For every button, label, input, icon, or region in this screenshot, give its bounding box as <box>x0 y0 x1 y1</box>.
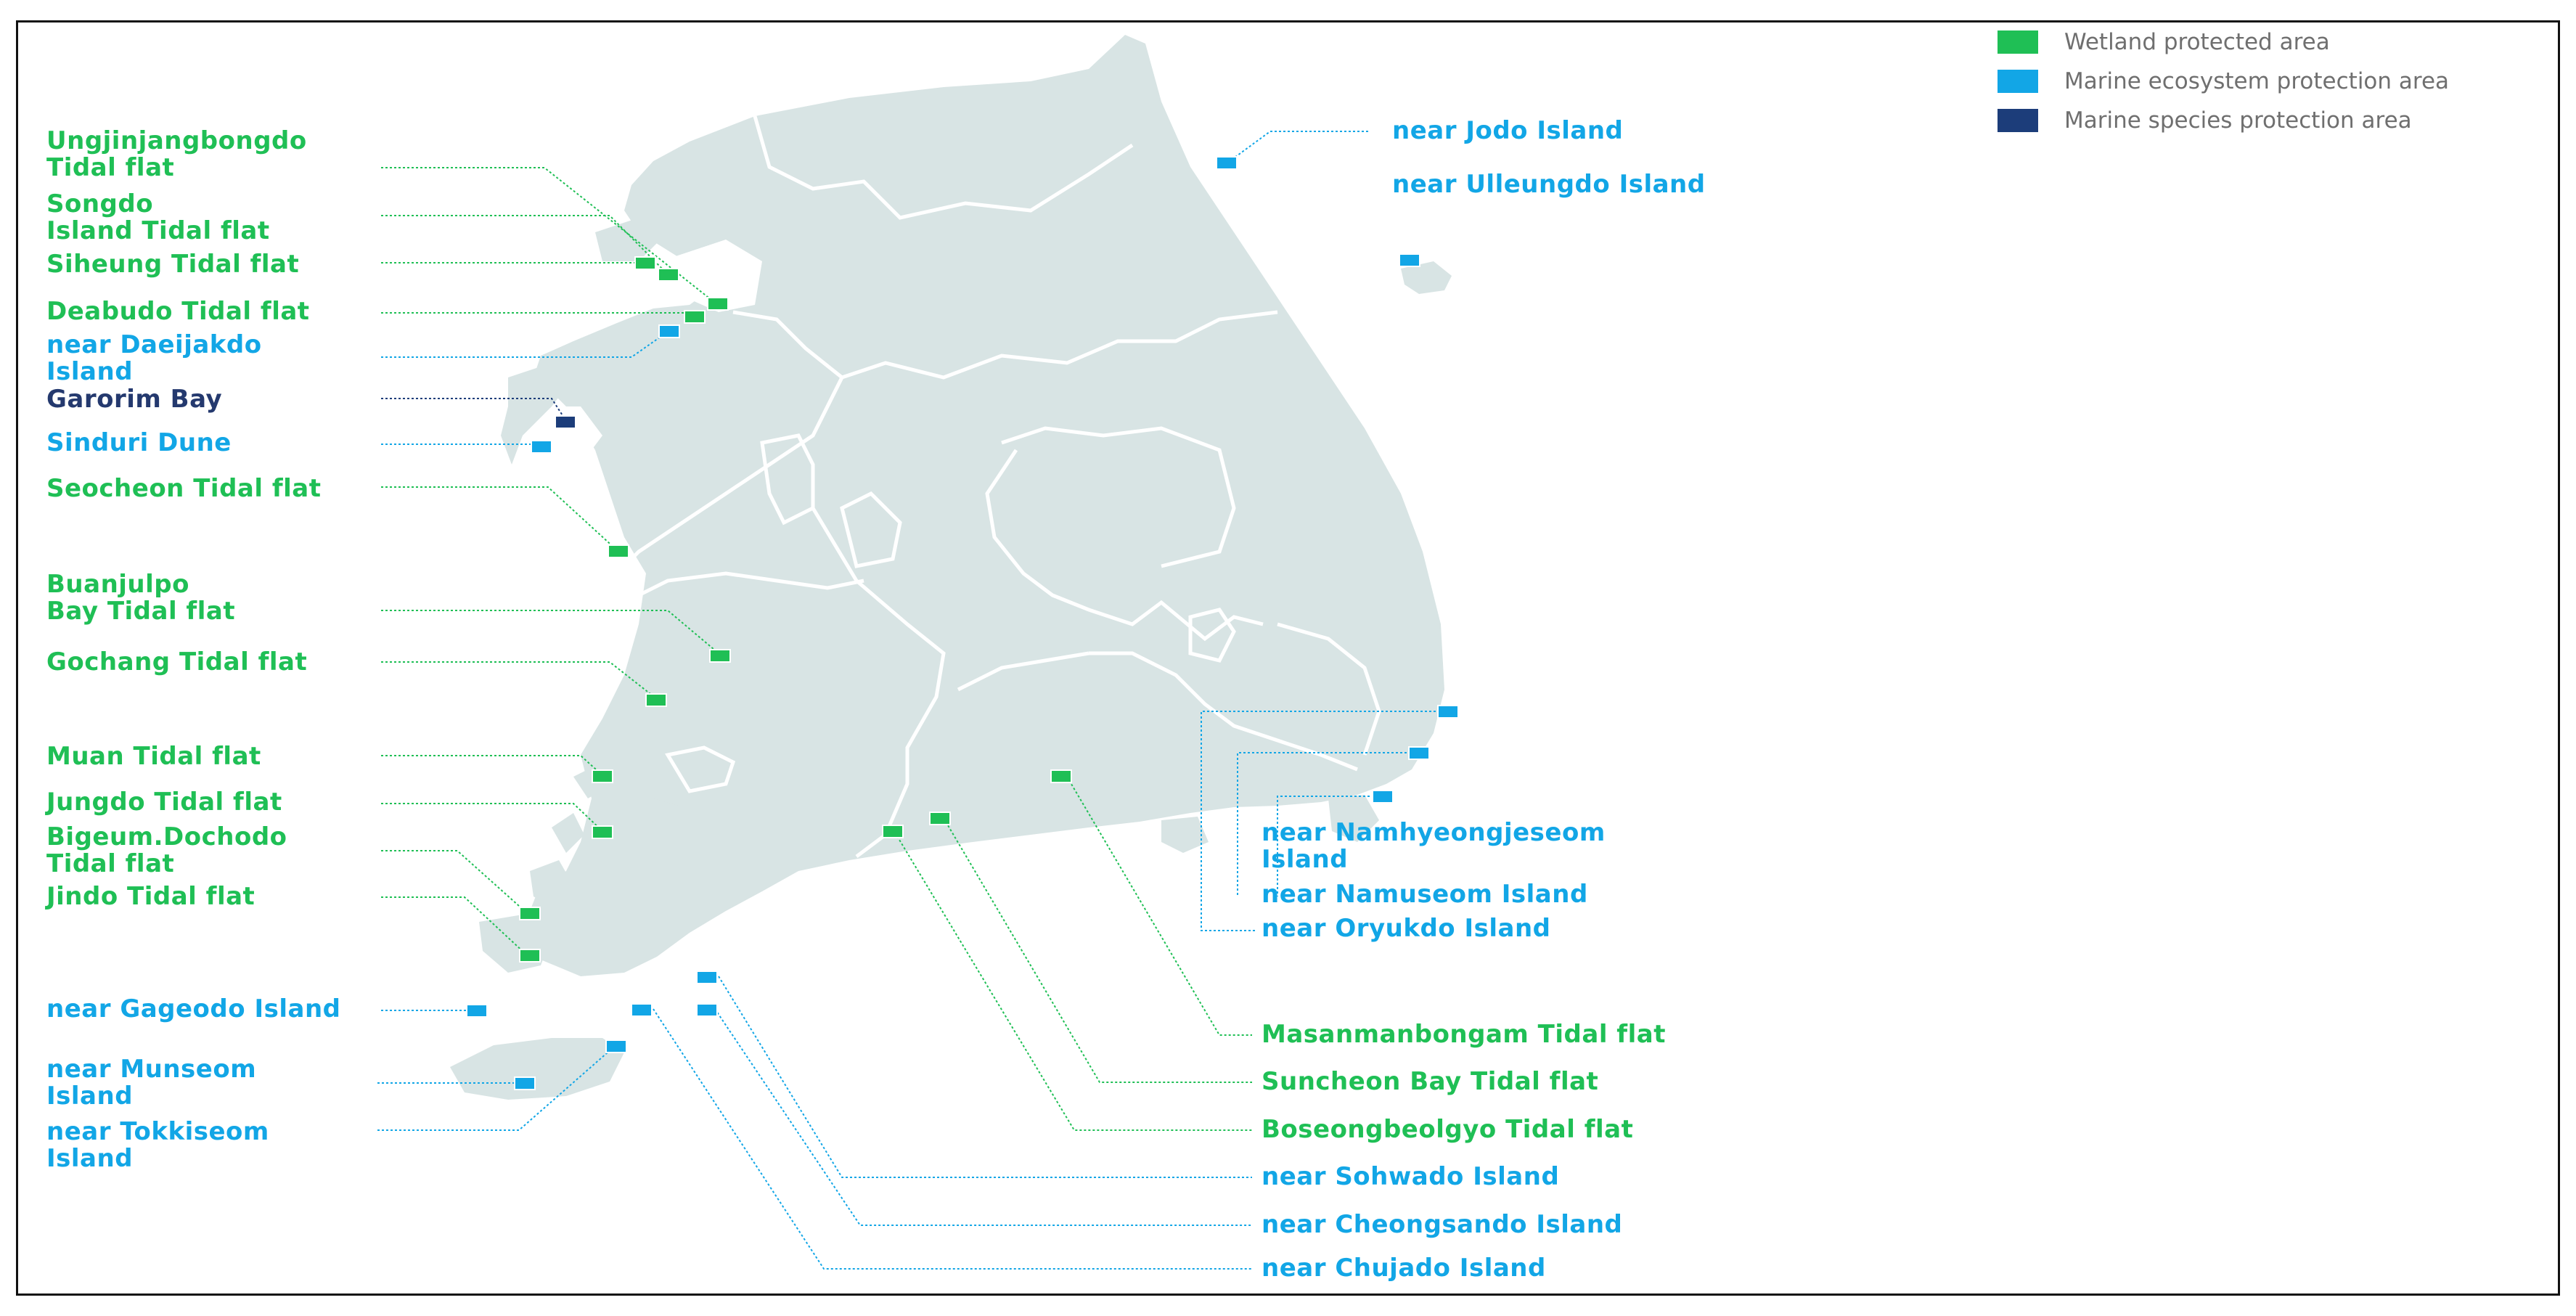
label-chujado: near Chujado Island <box>1262 1254 1546 1283</box>
province-borders <box>608 115 1381 858</box>
label-cheongsando: near Cheongsando Island <box>1262 1210 1623 1239</box>
leader-jungdo <box>381 803 603 832</box>
namhae-island <box>1161 817 1209 853</box>
marker-ungjinjang <box>707 297 729 311</box>
label-oryukdo: near Oryukdo Island <box>1262 914 1551 943</box>
marker-garorim <box>555 415 576 429</box>
leader-sohwado <box>718 976 1252 1178</box>
leader-oryukdo <box>1201 711 1444 931</box>
geoje-island <box>1328 795 1379 842</box>
label-daeijakdo: near Daeijakdo Island <box>46 330 262 386</box>
ganghwa-island <box>595 218 661 261</box>
label-ulleungdo: near Ulleungdo Island <box>1392 170 1706 199</box>
marker-gochang <box>645 693 667 707</box>
leader-gochang <box>381 661 658 700</box>
marker-jungdo <box>592 825 613 839</box>
incheon-bay-water <box>661 240 762 312</box>
leader-namhyeongjeseom <box>1277 796 1383 896</box>
sw-island-2 <box>530 860 573 907</box>
label-songdo: Songdo Island Tidal flat <box>46 189 270 245</box>
leader-suncheon <box>943 817 1252 1083</box>
marker-seocheon <box>608 544 629 558</box>
marker-daebudo <box>684 310 706 324</box>
leader-daeijakdo <box>381 331 668 358</box>
label-jodo: near Jodo Island <box>1392 116 1624 145</box>
label-bigeum: Bigeum.Dochodo Tidal flat <box>46 822 287 878</box>
marker-namuseom <box>1408 746 1430 760</box>
leader-chujado <box>653 1008 1252 1270</box>
sw-island-1 <box>552 813 584 853</box>
label-seocheon: Seocheon Tidal flat <box>46 474 322 503</box>
label-jindo: Jindo Tidal flat <box>46 882 255 911</box>
marker-sinduri <box>531 440 552 454</box>
label-daebudo: Deabudo Tidal flat <box>46 297 310 326</box>
label-suncheon: Suncheon Bay Tidal flat <box>1262 1067 1599 1096</box>
marker-gageodo <box>466 1004 488 1018</box>
leader-muan <box>381 755 603 776</box>
label-masanmanbongam: Masanmanbongam Tidal flat <box>1262 1020 1666 1049</box>
legend-label: Marine ecosystem protection area <box>2064 68 2450 94</box>
leader-tokkiseom <box>377 1047 614 1131</box>
leader-garorim <box>381 398 567 422</box>
sw-island-3 <box>653 769 708 806</box>
label-sohwado: near Sohwado Island <box>1262 1162 1560 1191</box>
label-ungjinjangbongdo: Ungjinjangbongdo Tidal flat <box>46 126 307 182</box>
marker-chujado <box>631 1003 653 1017</box>
marker-boseong <box>882 825 904 838</box>
jeju-island <box>450 1038 624 1100</box>
leader-seocheon <box>381 486 618 551</box>
taean-peninsula <box>501 363 573 465</box>
label-muan: Muan Tidal flat <box>46 742 261 771</box>
marker-siheung <box>634 256 656 270</box>
leader-jindo <box>381 896 527 955</box>
marker-muan <box>592 769 613 783</box>
label-munseom: near Munseom Island <box>46 1055 257 1111</box>
marker-daeijakdo <box>658 324 680 338</box>
leader-cheongsando <box>714 1008 1252 1226</box>
label-buanjulpo: Buanjulpo Bay Tidal flat <box>46 570 236 626</box>
legend-swatch-marine-ecosystem <box>1998 70 2038 93</box>
marker-tokkiseom <box>605 1039 627 1053</box>
marker-sohwado <box>696 970 718 984</box>
marker-munseom <box>514 1076 536 1090</box>
label-gochang: Gochang Tidal flat <box>46 647 308 677</box>
marker-suncheon <box>929 812 951 825</box>
label-boseong: Boseongbeolgyo Tidal flat <box>1262 1115 1634 1144</box>
marker-songdo <box>658 268 679 282</box>
marker-oryukdo <box>1437 705 1459 719</box>
ulleungdo-island <box>1401 261 1452 294</box>
label-siheung: Siheung Tidal flat <box>46 250 300 279</box>
marker-cheongsando <box>696 1003 718 1017</box>
legend-label: Wetland protected area <box>2064 29 2330 55</box>
label-jungdo: Jungdo Tidal flat <box>46 788 282 817</box>
label-namhyeongjeseom: near Namhyeongjeseom Island <box>1262 818 1606 874</box>
legend-swatch-marine-species <box>1998 109 2038 132</box>
leader-jodo <box>1226 131 1368 164</box>
leader-boseong <box>894 832 1252 1131</box>
label-namuseom: near Namuseom Island <box>1262 880 1588 909</box>
leader-songdo <box>381 215 668 275</box>
label-tokkiseom: near Tokkiseom Island <box>46 1117 269 1173</box>
marker-jindo <box>519 949 541 963</box>
label-garorim: Garorim Bay <box>46 385 223 414</box>
marker-namhyeongjeseom <box>1372 790 1394 804</box>
label-sinduri: Sinduri Dune <box>46 428 232 457</box>
leader-buanjulpo <box>381 610 719 654</box>
leader-ungjinjang <box>381 167 716 303</box>
marker-ulleungdo <box>1399 253 1420 267</box>
marker-masanmanbongam <box>1050 769 1072 783</box>
marker-buanjulpo <box>709 649 731 663</box>
legend-swatch-wetland <box>1998 30 2038 54</box>
label-gageodo: near Gageodo Island <box>46 994 341 1023</box>
marker-bigeum <box>519 907 541 920</box>
legend-label: Marine species protection area <box>2064 107 2412 134</box>
leader-bigeum <box>381 850 527 913</box>
marker-jodo <box>1216 156 1238 170</box>
